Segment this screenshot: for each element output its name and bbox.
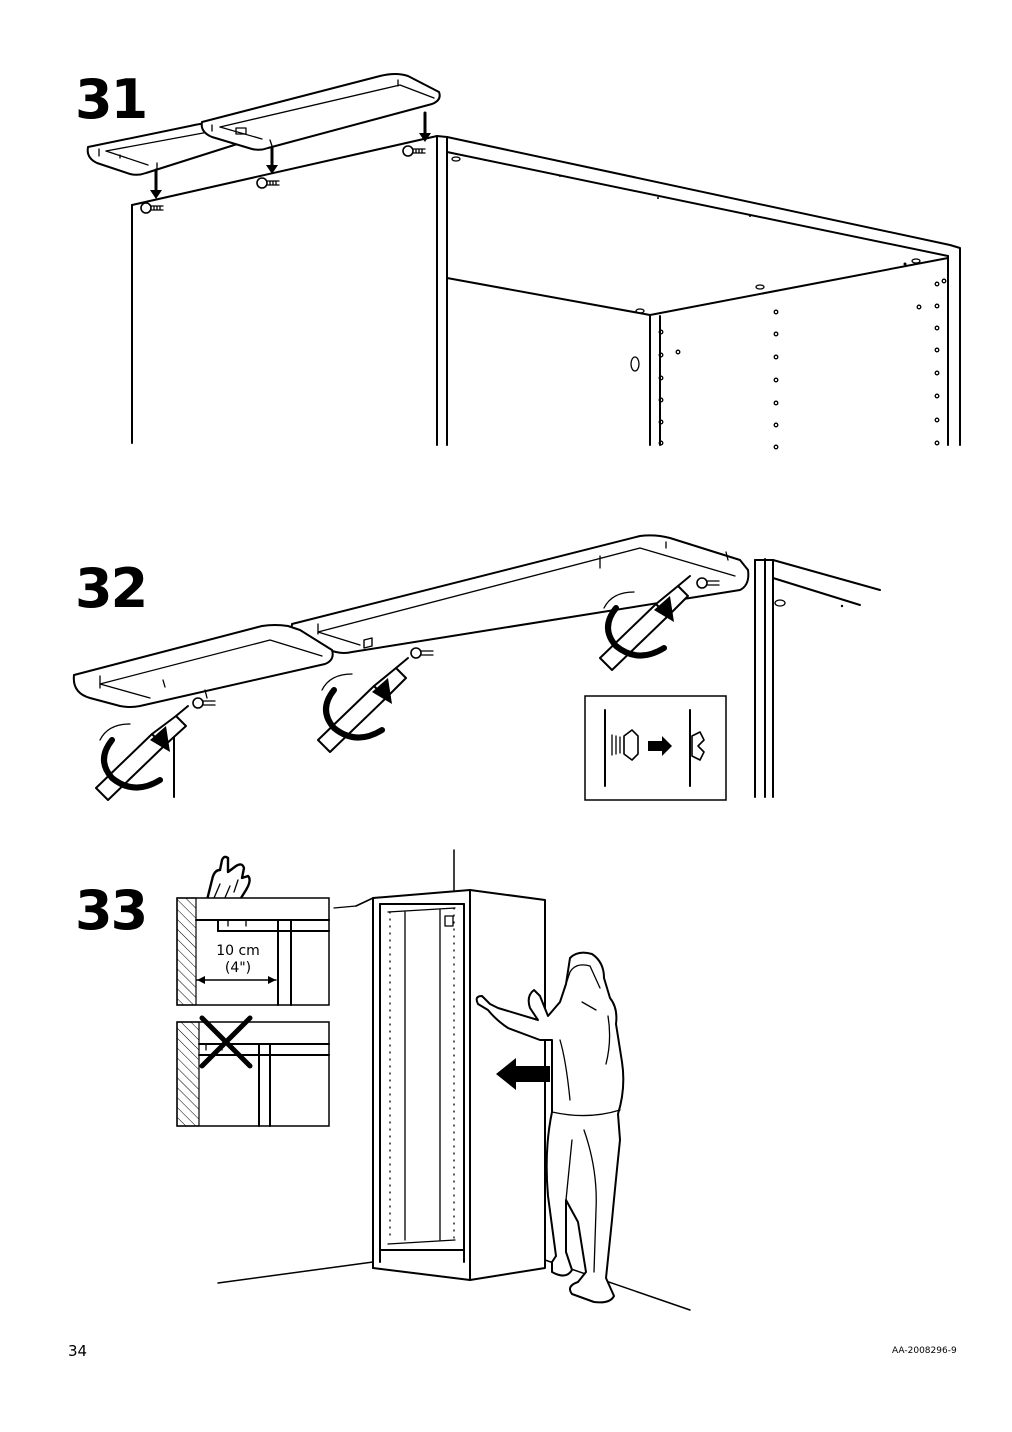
spacing-detail-correct: [176, 897, 330, 1006]
document-code: AA-2008296-9: [892, 1346, 957, 1356]
screwdriver-icon: [317, 657, 409, 753]
wardrobe-frame: [333, 889, 546, 1281]
step-31-illustration: [86, 73, 961, 450]
person-pushing-icon: [475, 951, 625, 1304]
screwdriver-icon: [599, 575, 691, 671]
step-number-31: 31: [75, 68, 148, 131]
arrow-down-icon: [419, 111, 431, 142]
distance-metric-label: 10 cm: [216, 943, 260, 959]
screw-icon: [696, 577, 720, 589]
distance-imperial-label: (4"): [224, 960, 252, 976]
top-panel-short: [72, 624, 334, 708]
shelf-pin-holes: [658, 278, 947, 450]
arrow-down-icon: [150, 168, 162, 199]
top-panel-right: [200, 73, 441, 151]
screw-icon: [410, 647, 434, 659]
step-32-illustration: [72, 534, 881, 801]
screw-icon: [140, 202, 164, 214]
screw-icon: [256, 177, 280, 189]
step-number-33: 33: [75, 879, 148, 942]
screw-icon: [192, 697, 216, 709]
arrow-down-icon: [266, 146, 278, 174]
step-33-illustration: [176, 849, 691, 1311]
step-number-32: 32: [75, 557, 148, 620]
screw-icon: [402, 145, 426, 157]
screwdriver-icon: [95, 705, 189, 801]
arrow-left-icon: [496, 1058, 550, 1090]
cross-icon: [199, 1015, 253, 1069]
page-number: 34: [68, 1342, 88, 1360]
spacing-detail-incorrect: [176, 1015, 330, 1127]
screw-detail-inset: [584, 695, 727, 801]
